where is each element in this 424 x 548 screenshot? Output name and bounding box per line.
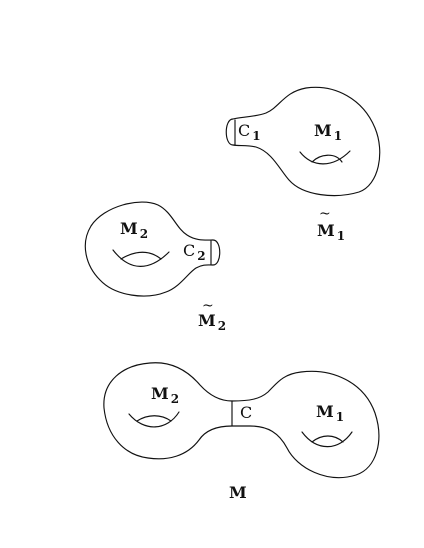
cap-c2-right-arc: [212, 239, 221, 266]
label-m1-top-index: 1: [334, 129, 342, 143]
label-m2-left-index: 2: [140, 227, 148, 241]
label-c-bottom: C: [240, 403, 252, 422]
handle-m2-bottom-upper: [136, 415, 172, 422]
tilde-m2-caption: ~: [202, 298, 214, 314]
label-m1-bottom-letter: M: [316, 402, 334, 421]
caption-m1-tilde-index: 1: [337, 229, 345, 243]
label-m2-left-letter: M: [120, 219, 138, 238]
label-m1-bottom-index: 1: [336, 410, 344, 424]
handle-m1-top-upper: [311, 154, 343, 163]
caption-m: M: [229, 483, 247, 502]
label-m2-bottom-index: 2: [171, 392, 179, 406]
label-c1-letter: C: [238, 121, 250, 140]
handle-m1-bottom-upper: [311, 435, 344, 443]
label-c1-index: 1: [252, 129, 260, 143]
label-c2-letter: C: [183, 241, 195, 260]
label-c2-index: 2: [197, 249, 205, 263]
surface-m-outline: [103, 362, 380, 479]
handle-m1-top-lower: [299, 150, 351, 165]
cap-c1-left-arc: [225, 118, 234, 146]
caption-m1-tilde-letter: M: [317, 221, 335, 240]
surface-m1-tilde-outline: [232, 86, 381, 197]
label-m2-bottom-letter: M: [151, 384, 169, 403]
handle-m2-bottom-lower: [128, 411, 180, 428]
caption-m2-tilde-index: 2: [218, 319, 226, 333]
handle-m1-bottom-lower: [301, 431, 353, 448]
handle-m2-top-lower: [112, 249, 170, 267]
label-m1-top-letter: M: [314, 121, 332, 140]
surface-m2-tilde-outline: [84, 201, 214, 297]
tilde-m1-caption: ~: [319, 206, 331, 222]
handle-m2-top-upper: [120, 251, 162, 260]
caption-m2-tilde-letter: M: [198, 311, 216, 330]
